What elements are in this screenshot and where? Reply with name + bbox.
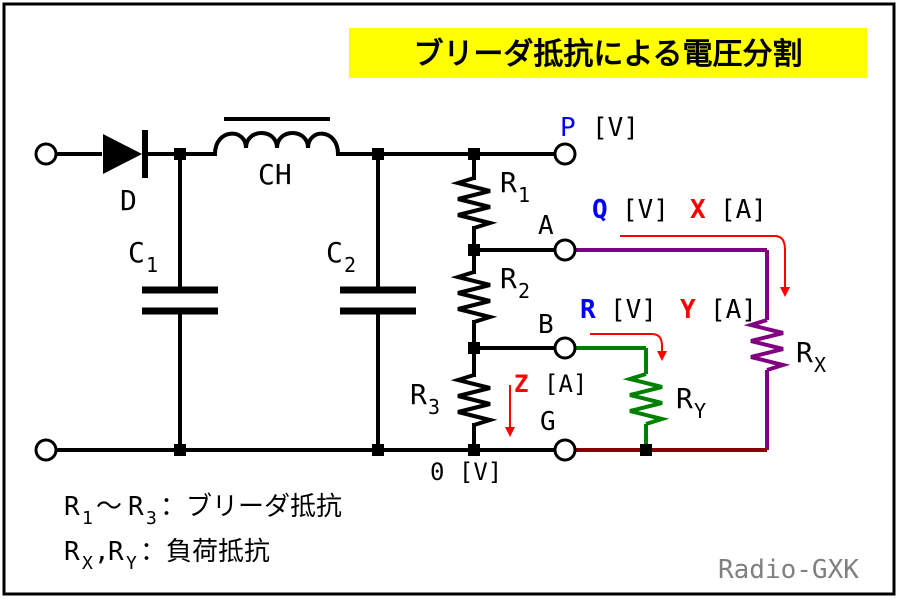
legend-1-s2: 3 [146, 508, 157, 529]
label-r1: R 1 [500, 166, 530, 207]
label-choke: CH [258, 158, 292, 191]
label-r3: R 3 [410, 378, 440, 419]
r1-symbol [450, 176, 498, 230]
label-q: Q [592, 195, 608, 225]
label-r2: R 2 [500, 262, 530, 303]
label-r3-sub: 3 [428, 395, 440, 419]
label-r3-main: R [410, 378, 427, 411]
label-r-unit: [V] [610, 295, 657, 325]
r2-symbol [450, 270, 498, 324]
legend-line-1: R 1 〜 R 3 ：ブリーダ抵抗 [64, 492, 342, 529]
legend-1-r2: R [128, 492, 144, 522]
title: ブリーダ抵抗による電圧分割 [413, 37, 802, 72]
label-p: P [560, 113, 576, 143]
current-arrow-x [620, 235, 790, 297]
terminal-g [553, 438, 577, 462]
label-z: Z [514, 370, 528, 398]
label-r: R [580, 295, 596, 325]
diode-symbol [103, 130, 148, 178]
label-a: A [538, 211, 554, 241]
label-g: G [540, 407, 556, 437]
label-r1-sub: 1 [518, 183, 530, 207]
label-rx-main: R [796, 336, 813, 369]
label-c2: C 2 [326, 236, 356, 277]
credit: Radio-GXK [718, 555, 859, 585]
legend-line-2: R X , R Y ：負荷抵抗 [64, 537, 270, 574]
label-ry-main: R [676, 382, 693, 415]
legend-2-text: ：負荷抵抗 [140, 537, 270, 567]
label-x: X [690, 195, 706, 225]
c1-symbol [142, 286, 218, 315]
rx-symbol [743, 318, 791, 372]
label-q-unit: [V] [622, 195, 669, 225]
label-ry-sub: Y [694, 399, 706, 423]
label-c1-main: C [128, 236, 145, 269]
label-c1-sub: 1 [146, 253, 158, 277]
legend-1-r: R [64, 492, 80, 522]
label-r1-main: R [500, 166, 517, 199]
legend-1-s1: 1 [82, 508, 93, 529]
label-z-unit: [A] [544, 370, 587, 398]
legend-2-r2: R [108, 537, 124, 567]
ry-symbol [622, 372, 670, 426]
legend-2-s2: Y [126, 553, 137, 574]
c2-symbol [340, 286, 416, 315]
label-c1: C 1 [128, 236, 158, 277]
choke-symbol [213, 117, 340, 155]
label-ry: R Y [676, 382, 706, 423]
terminal-input-top [34, 142, 58, 166]
label-b: B [538, 310, 554, 340]
label-r2-sub: 2 [518, 279, 530, 303]
current-arrow-y [590, 333, 667, 361]
label-r2-main: R [500, 262, 517, 295]
label-c2-sub: 2 [344, 253, 356, 277]
label-ground-voltage: 0 [V] [430, 458, 502, 486]
label-c2-main: C [326, 236, 343, 269]
label-x-unit: [A] [720, 195, 767, 225]
label-diode: D [120, 184, 137, 217]
terminal-p [553, 142, 577, 166]
legend-1-text: ：ブリーダ抵抗 [160, 492, 342, 522]
terminal-a [553, 238, 577, 262]
legend-2-r: R [64, 537, 80, 567]
legend-2-s1: X [82, 553, 93, 574]
legend-1-tilde: 〜 [96, 492, 122, 522]
label-y: Y [680, 295, 696, 325]
legend-2-comma: , [94, 537, 110, 567]
r3-symbol [450, 373, 498, 427]
label-p-unit: [V] [592, 113, 639, 143]
label-rx: R X [796, 336, 826, 377]
label-y-unit: [A] [710, 295, 757, 325]
junction-dots [174, 148, 652, 456]
title-box [349, 28, 867, 78]
label-rx-sub: X [814, 353, 826, 377]
terminal-input-bottom [34, 438, 58, 462]
terminal-b [553, 336, 577, 360]
